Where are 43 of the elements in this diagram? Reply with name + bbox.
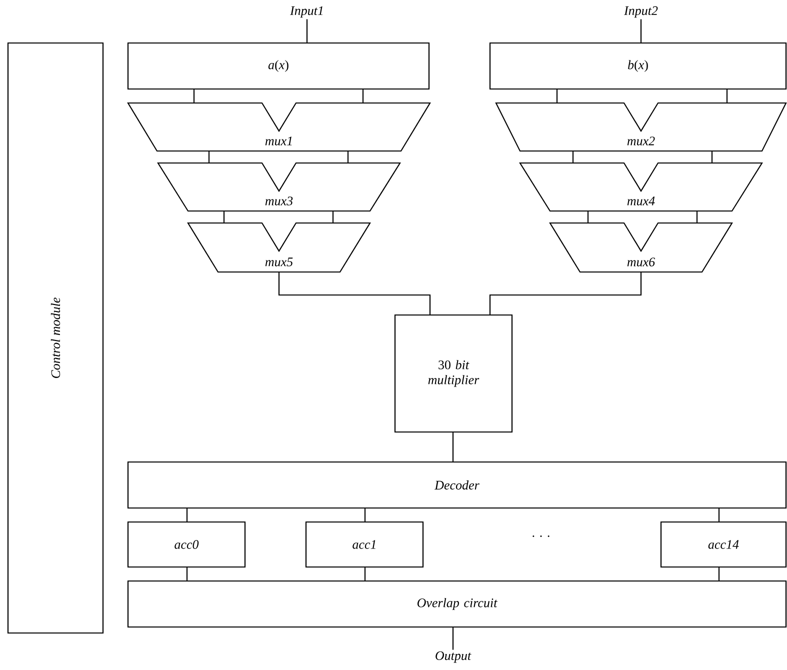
block-box: 30 bit multiplier [394,314,513,433]
connector-line [452,432,454,462]
block-box: a(x) [127,42,430,90]
connector-line [278,272,431,314]
connector-line [306,19,308,42]
connector-line [364,508,366,522]
connector-line [193,90,195,102]
connector-line [718,508,720,522]
block-box: acc1 [305,521,424,568]
connector-line [572,152,574,162]
block-box: acc0 [127,521,246,568]
block-box: acc14 [660,521,787,568]
mux-trapezoid: mux3 [157,162,401,212]
connector-line [186,508,188,522]
connector-line [208,152,210,162]
connector-line [718,568,720,580]
connector-line [364,568,366,580]
mux-trapezoid: mux6 [549,222,733,273]
mux-trapezoid: mux5 [187,222,371,273]
connector-line [452,628,454,650]
connector-line [711,152,713,162]
block-box: b(x) [489,42,787,90]
signal-label: Input2 [624,6,658,18]
mux-trapezoid: mux4 [519,162,763,212]
connector-line [556,90,558,102]
connector-line [726,90,728,102]
signal-label: Input1 [290,6,323,18]
block-box: Decoder [127,461,787,509]
connector-line [640,19,642,42]
connector-line [587,212,589,222]
mux-trapezoid: mux2 [495,102,787,152]
block-box: Overlap circuit [127,580,787,628]
connector-line [332,212,334,222]
connector-line [362,90,364,102]
connector-line [489,272,642,314]
connector-line [223,212,225,222]
connector-line [186,568,188,580]
connector-line [696,212,698,222]
connector-line [347,152,349,162]
mux-trapezoid: mux1 [127,102,431,152]
signal-label: Output [436,651,472,663]
control-module-box: Control module [7,42,104,634]
ellipsis: · · · [532,535,550,538]
